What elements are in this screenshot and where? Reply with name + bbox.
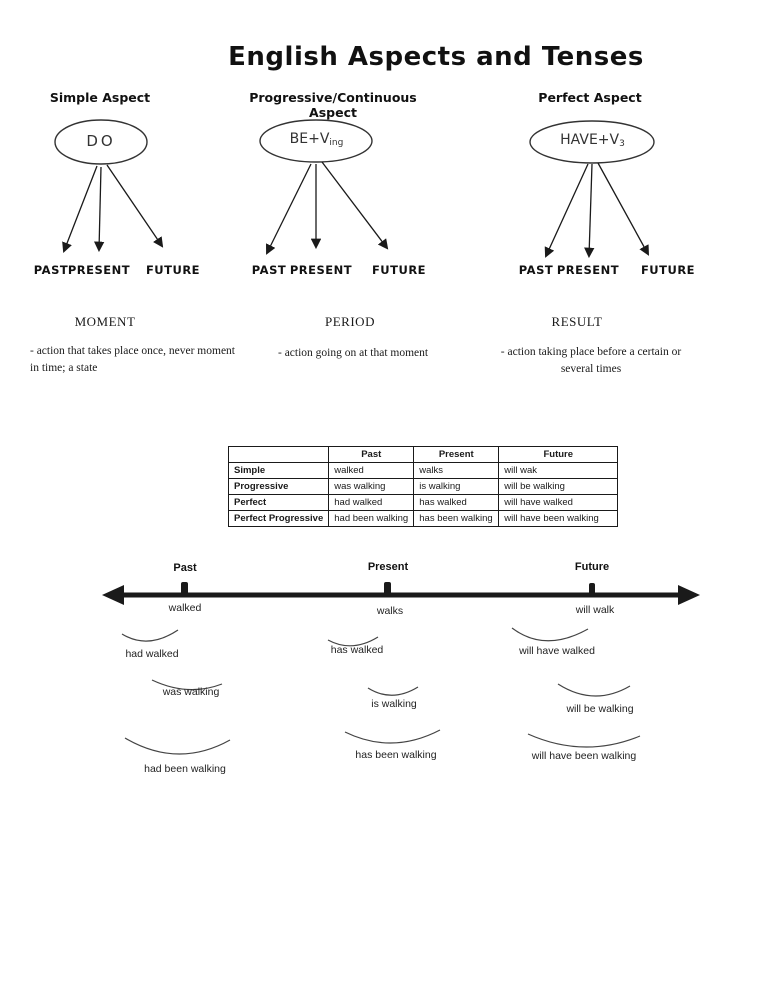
formula-progressive-main: BE+V: [289, 131, 330, 147]
formula-simple: DO: [56, 132, 146, 151]
simple-target-present: PRESENT: [67, 263, 131, 277]
table-header-row: Past Present Future: [227, 446, 619, 463]
simple-aspect-ellipse: [54, 119, 148, 165]
table-row: Simple walked walks will wak: [227, 462, 619, 479]
concept-moment: MOMENT: [74, 314, 136, 329]
simple-target-past: PAST: [33, 263, 69, 277]
timeline-form-future: will walk: [575, 604, 615, 616]
table-header-present: Present: [413, 446, 500, 463]
perfect-target-past: PAST: [518, 263, 554, 277]
formula-perfect-sub: 3: [619, 139, 625, 149]
perfect-aspect-arrows: [544, 162, 650, 259]
cell-progressive-future: will be walking: [498, 478, 619, 495]
timeline-label-past: Past: [173, 562, 197, 574]
tense-table: Past Present Future Simple walked walks …: [227, 446, 619, 527]
timeline-label-present: Present: [367, 561, 409, 573]
cell-perfect-progressive-future: will have been walking: [498, 510, 619, 527]
past-tick: [181, 582, 188, 595]
perfect-aspect-ellipse: [529, 120, 655, 164]
formula-simple-main: DO: [86, 132, 116, 150]
concept-period: PERIOD: [325, 314, 375, 329]
future-tick: [589, 583, 595, 595]
timeline-label-future: Future: [574, 561, 610, 573]
page-title: English Aspects and Tenses: [228, 42, 644, 72]
table-header-future: Future: [498, 446, 619, 463]
aspect-heading-perfect: Perfect Aspect: [538, 90, 642, 105]
description-perfect: - action taking place before a certain o…: [500, 346, 682, 376]
formula-progressive: BE+Ving: [261, 131, 372, 148]
arc-label-has-been-walking: has been walking: [355, 749, 437, 761]
arc-label-is-walking: is walking: [371, 698, 417, 710]
table-header-past: Past: [328, 446, 415, 463]
cell-progressive-present: is walking: [413, 478, 500, 495]
cell-perfect-progressive-past: had been walking: [328, 510, 415, 527]
timeline-left-arrowhead: [102, 585, 124, 605]
aspect-heading-progressive: Progressive/Continuous Aspect: [249, 90, 417, 120]
cell-progressive-past: was walking: [328, 478, 415, 495]
row-label-simple: Simple: [227, 462, 330, 479]
row-label-perfect-progressive: Perfect Progressive: [227, 510, 330, 527]
row-label-perfect: Perfect: [227, 494, 330, 511]
description-simple: - action that takes place once, never mo…: [30, 345, 235, 375]
cell-simple-past: walked: [328, 462, 415, 479]
simple-target-future: FUTURE: [145, 263, 201, 277]
timeline-form-present: walks: [376, 605, 404, 617]
arc-label-had-walked: had walked: [125, 648, 179, 660]
arc-label-will-have-been-walking: will have been walking: [531, 750, 637, 762]
formula-perfect: HAVE+V3: [531, 132, 654, 149]
simple-aspect-arrows: [62, 164, 164, 253]
arc-label-will-be-walking: will be walking: [566, 703, 634, 715]
progressive-aspect-ellipse: [259, 119, 373, 163]
concept-result: RESULT: [551, 314, 603, 329]
cell-perfect-future: will have walked: [498, 494, 619, 511]
progressive-target-future: FUTURE: [371, 263, 427, 277]
progressive-target-present: PRESENT: [289, 263, 353, 277]
perfect-target-present: PRESENT: [556, 263, 620, 277]
duration-arcs: [121, 627, 641, 755]
table-header-empty: [227, 446, 330, 463]
arc-label-will-have-walked: will have walked: [519, 645, 595, 657]
present-tick: [384, 582, 391, 595]
description-progressive: - action going on at that moment: [278, 347, 429, 359]
row-label-progressive: Progressive: [227, 478, 330, 495]
progressive-aspect-arrows: [266, 161, 389, 255]
formula-perfect-main: HAVE+V: [560, 132, 620, 148]
cell-perfect-past: had walked: [328, 494, 415, 511]
perfect-target-future: FUTURE: [640, 263, 696, 277]
cell-perfect-present: has walked: [413, 494, 500, 511]
cell-simple-future: will wak: [498, 462, 619, 479]
arc-label-was-walking: was walking: [162, 686, 220, 698]
cell-perfect-progressive-present: has been walking: [413, 510, 500, 527]
arc-label-had-been-walking: had been walking: [144, 763, 226, 775]
timeline-right-arrowhead: [678, 585, 700, 605]
table-row: Perfect had walked has walked will have …: [227, 494, 619, 511]
arc-label-has-walked: has walked: [330, 644, 384, 656]
progressive-target-past: PAST: [251, 263, 287, 277]
formula-progressive-sub: ing: [329, 138, 344, 148]
table-row: Progressive was walking is walking will …: [227, 478, 619, 495]
timeline-form-past: walked: [168, 602, 202, 614]
aspect-heading-simple: Simple Aspect: [49, 90, 151, 105]
timeline-axis: [102, 582, 700, 605]
cell-simple-present: walks: [413, 462, 500, 479]
table-row: Perfect Progressive had been walking has…: [227, 510, 619, 527]
